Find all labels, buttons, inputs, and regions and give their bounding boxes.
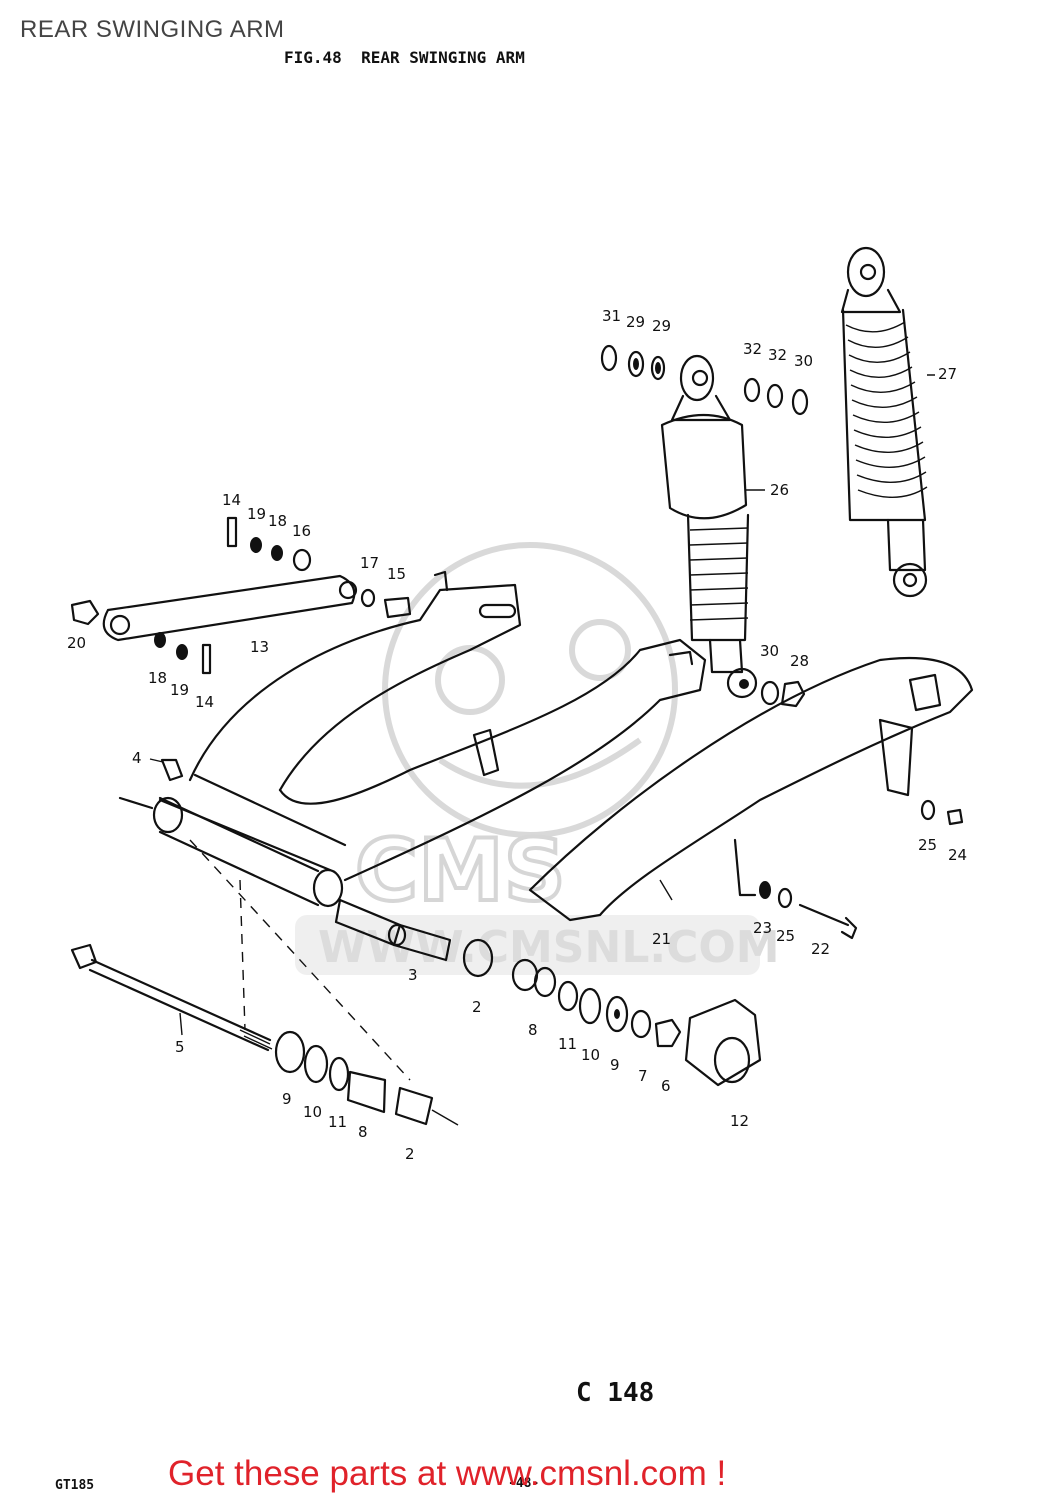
callout-14-a: 14 <box>222 491 241 509</box>
callout-31: 31 <box>602 307 621 325</box>
watermark-eye-right <box>569 619 631 681</box>
callout-3: 3 <box>408 966 418 984</box>
callout-11-b: 11 <box>328 1113 347 1131</box>
callout-16: 16 <box>292 522 311 540</box>
callout-2-b: 2 <box>405 1145 415 1163</box>
callout-9-b: 9 <box>282 1090 292 1108</box>
callout-26: 26 <box>770 481 789 499</box>
callout-9-a: 9 <box>610 1056 620 1074</box>
callout-24: 24 <box>948 846 967 864</box>
callout-labels: 31 29 29 32 32 30 27 26 14 19 18 16 17 1… <box>67 307 967 1163</box>
callout-20: 20 <box>67 634 86 652</box>
shock-mount-hardware <box>600 344 809 708</box>
callout-10-b: 10 <box>303 1103 322 1121</box>
callout-8-b: 8 <box>358 1123 368 1141</box>
callout-4: 4 <box>132 749 142 767</box>
shock-absorber-27 <box>840 246 928 598</box>
callout-13: 13 <box>250 638 269 656</box>
callout-25-a: 25 <box>918 836 937 854</box>
cms-watermark: CMS WWW.CMSNL.COM <box>295 542 780 975</box>
callout-32-a: 32 <box>743 340 762 358</box>
torque-link-13 <box>70 516 412 675</box>
watermark-face-outline <box>382 542 678 838</box>
chain-case-21 <box>528 656 974 940</box>
watermark-brand: CMS <box>355 821 566 921</box>
figure-title: FIG.48 REAR SWINGING ARM <box>284 48 525 67</box>
callout-29-a: 29 <box>626 313 645 331</box>
callout-15: 15 <box>387 565 406 583</box>
watermark-smile <box>438 737 642 789</box>
page-title: REAR SWINGING ARM <box>20 16 285 43</box>
callout-19-b: 19 <box>170 681 189 699</box>
callout-8-a: 8 <box>528 1021 538 1039</box>
callout-18-a: 18 <box>268 512 287 530</box>
leader-lines <box>149 374 935 1036</box>
callout-11-a: 11 <box>558 1035 577 1053</box>
model-code: GT185 <box>55 1478 95 1493</box>
callout-25-b: 25 <box>776 927 795 945</box>
callout-30-b: 30 <box>760 642 779 660</box>
watermark-url: WWW.CMSNL.COM <box>318 922 780 973</box>
callout-17: 17 <box>360 554 379 572</box>
callout-22: 22 <box>811 940 830 958</box>
callout-12: 12 <box>730 1112 749 1130</box>
callout-19-a: 19 <box>247 505 266 523</box>
pivot-assembly <box>70 898 762 1126</box>
callout-32-b: 32 <box>768 346 787 364</box>
callout-2-a: 2 <box>472 998 482 1016</box>
callout-21: 21 <box>652 930 671 948</box>
callout-14-b: 14 <box>195 693 214 711</box>
callout-6: 6 <box>661 1077 671 1095</box>
callout-28: 28 <box>790 652 809 670</box>
callout-18-b: 18 <box>148 669 167 687</box>
get-parts-link[interactable]: Get these parts at www.cmsnl.com ! <box>168 1454 727 1493</box>
callout-27: 27 <box>938 365 957 383</box>
watermark-eye-left <box>435 645 505 715</box>
callout-29-b: 29 <box>652 317 671 335</box>
swinging-arm-frame <box>118 570 707 1081</box>
callout-23: 23 <box>753 919 772 937</box>
shock-absorber-26 <box>660 354 758 699</box>
callout-10-a: 10 <box>581 1046 600 1064</box>
page-code: C 148 <box>576 1378 655 1408</box>
watermark-url-band <box>295 915 760 975</box>
callout-30-a: 30 <box>794 352 813 370</box>
callout-5: 5 <box>175 1038 185 1056</box>
page-number: -48- <box>508 1476 540 1491</box>
callout-7: 7 <box>638 1067 648 1085</box>
